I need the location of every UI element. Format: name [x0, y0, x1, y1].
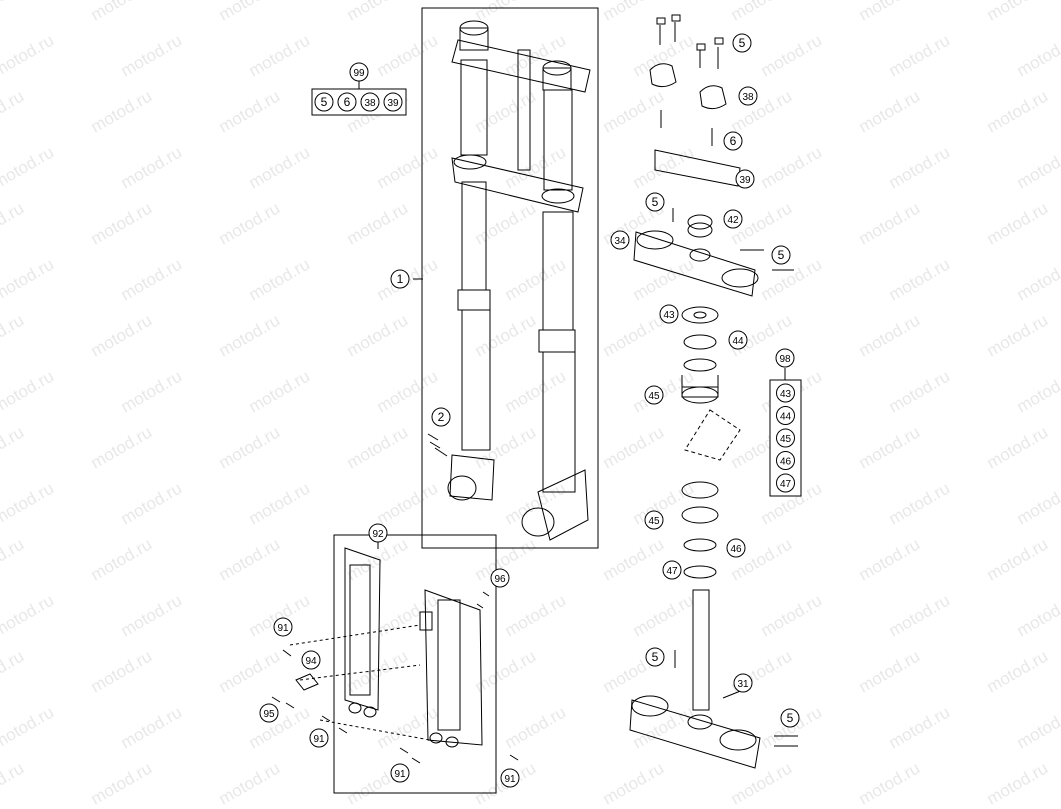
callout-number: 5: [652, 195, 659, 209]
callout-number: 91: [504, 774, 516, 785]
callout-c91c: 91: [390, 763, 410, 783]
callout-number: 31: [737, 679, 749, 690]
callout-c38: 38: [738, 86, 758, 106]
callout-number: 39: [739, 175, 751, 186]
callout-number: 98: [779, 354, 791, 365]
callout-number: 46: [730, 544, 742, 555]
kit-item-k99-1: 6: [337, 92, 357, 112]
callout-number: 34: [614, 236, 626, 247]
callout-number: 42: [727, 215, 739, 226]
callout-c47: 47: [662, 560, 682, 580]
kit-item-k99-2: 38: [360, 92, 380, 112]
callout-c95: 95: [259, 703, 279, 723]
callout-number: 38: [364, 98, 376, 109]
callout-number: 45: [648, 391, 660, 402]
kit-item-k98-1: 44: [776, 406, 795, 425]
callout-number: 39: [387, 98, 399, 109]
fork-assembly-frame: [421, 7, 599, 549]
callout-c96: 96: [490, 568, 510, 588]
callout-number: 43: [663, 310, 675, 321]
callout-number: 5: [778, 248, 785, 262]
callout-c91d: 91: [500, 768, 520, 788]
callout-number: 44: [732, 336, 744, 347]
lower-clamp-31: [629, 699, 761, 769]
callout-c46: 46: [726, 538, 746, 558]
callout-number: 47: [666, 566, 678, 577]
callout-number: 45: [648, 516, 660, 527]
callout-c91a: 91: [273, 617, 293, 637]
callout-c5a: 5: [732, 33, 752, 53]
callout-number: 43: [780, 389, 792, 400]
callout-number: 99: [353, 68, 365, 79]
callout-c5d: 5: [645, 647, 665, 667]
callout-number: 47: [780, 479, 792, 490]
callout-c91b: 91: [309, 728, 329, 748]
fork-tube-right: [543, 89, 573, 191]
callout-c5c: 5: [771, 245, 791, 265]
drawing-lines: [271, 7, 798, 794]
callout-c6: 6: [723, 131, 743, 151]
callout-c42: 42: [723, 209, 743, 229]
kit-item-k98-3: 46: [776, 451, 795, 470]
kit-item-k98-2: 45: [776, 428, 795, 448]
callout-layer: 1 2 5 38 6 39 5 42 34 5 43 44 45 45 46 47 5 31 5 92 96 91 94 95…: [259, 33, 802, 788]
kit-item-k98-4: 47: [776, 473, 795, 493]
callout-c5e: 5: [780, 708, 800, 728]
callout-number: 5: [739, 36, 746, 50]
callout-number: 45: [780, 434, 792, 445]
steering-stem: [692, 589, 710, 711]
kit-item-k98-0: 43: [776, 383, 795, 403]
kit-callout-k99: 99: [349, 62, 369, 82]
upper-triple-clamp: [451, 39, 591, 93]
callout-number: 96: [494, 574, 506, 585]
callout-number: 2: [438, 410, 445, 424]
callout-c92: 92: [368, 523, 388, 543]
fork-guard-left: [344, 547, 381, 711]
callout-c45b: 45: [644, 510, 664, 530]
callout-number: 92: [372, 529, 384, 540]
lower-triple-clamp: [451, 157, 584, 213]
top-clamp-34: [633, 231, 756, 297]
callout-number: 1: [397, 272, 404, 286]
callout-number: 91: [277, 623, 289, 634]
callout-number: 38: [742, 92, 754, 103]
callout-number: 46: [780, 457, 792, 468]
callout-number: 95: [263, 709, 275, 720]
callout-number: 44: [780, 412, 792, 423]
callout-c44: 44: [728, 330, 748, 350]
callout-number: 91: [313, 734, 325, 745]
callout-number: 5: [652, 650, 659, 664]
callout-number: 6: [344, 95, 351, 109]
callout-number: 5: [787, 711, 794, 725]
callout-number: 94: [305, 656, 317, 667]
fork-tube-left: [460, 59, 488, 156]
fork-guard-right: [424, 589, 483, 746]
callout-c94: 94: [301, 650, 321, 670]
callout-c1: 1: [390, 269, 410, 289]
kit-item-k99-3: 39: [383, 92, 403, 112]
callout-number: 91: [394, 769, 406, 780]
callout-c45a: 45: [644, 385, 664, 405]
kit-callout-k98: 98: [775, 348, 795, 368]
fork-guard-frame: [333, 534, 497, 794]
callout-c2: 2: [431, 407, 451, 427]
callout-number: 5: [321, 95, 328, 109]
callout-c34: 34: [610, 230, 630, 250]
callout-c5b: 5: [645, 192, 665, 212]
callout-c39: 39: [735, 169, 755, 189]
callout-c31: 31: [733, 673, 753, 693]
callout-c43: 43: [659, 304, 679, 324]
callout-number: 6: [730, 134, 737, 148]
kit-item-k99-0: 5: [314, 92, 334, 112]
